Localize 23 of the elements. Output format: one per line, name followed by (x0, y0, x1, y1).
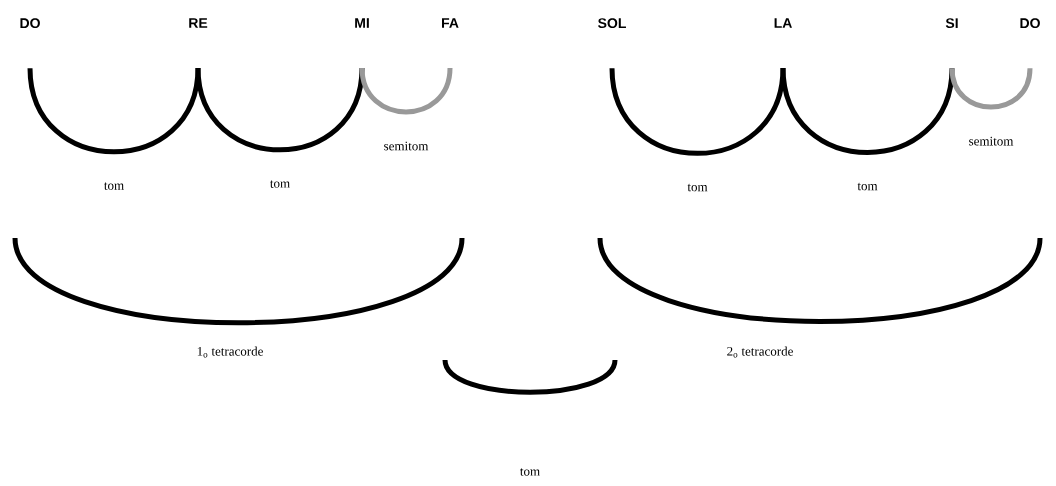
interval-label: tom (857, 182, 878, 191)
arc-connector (27, 67, 201, 155)
bracket-label: 1$_{o}$ tetracorde (197, 346, 263, 358)
arc-connector (195, 67, 365, 153)
note-name: MI (355, 18, 369, 28)
note-name: SI (945, 18, 958, 29)
note-name: RE (189, 18, 208, 28)
interval-label: tom (270, 180, 290, 188)
note-name: DO (1020, 18, 1040, 29)
note-name: FA (442, 18, 459, 28)
interval-label: semitom (384, 141, 429, 151)
note-name: SOL (598, 18, 626, 29)
interval-label: tom (104, 182, 124, 190)
interval-label: tom (687, 183, 708, 192)
arc-connector (609, 67, 786, 156)
bracket-label: 2$_{o}$ tetracorde (727, 346, 793, 358)
arc-connector (949, 67, 1033, 110)
note-name: DO (20, 18, 40, 29)
bracket-label: tom (520, 468, 540, 476)
note-name: LA (774, 18, 792, 28)
interval-label: semitom (969, 136, 1014, 146)
arc-connector (780, 67, 955, 155)
arc-connector (359, 67, 453, 115)
